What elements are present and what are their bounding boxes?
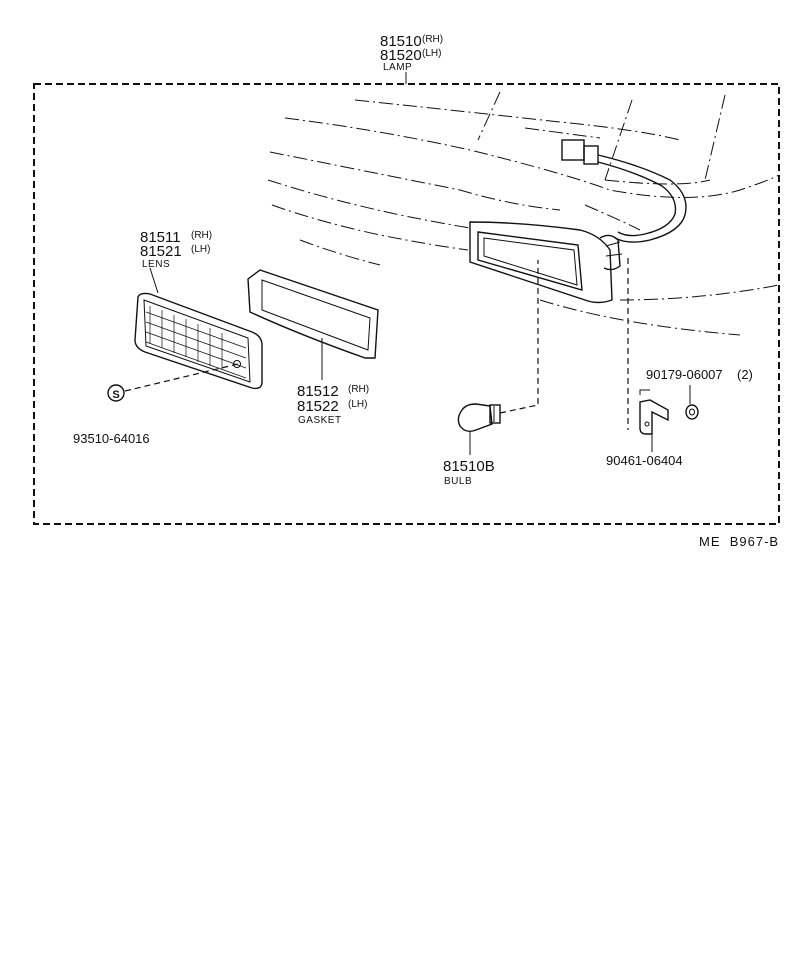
lamp-part-rh: 81510 bbox=[380, 33, 422, 50]
lens-name: LENS bbox=[142, 259, 170, 270]
clip-part: 90461-06404 bbox=[606, 453, 683, 468]
lens-side-rh: (RH) bbox=[191, 230, 212, 241]
gasket-part-rh: 81512 bbox=[297, 383, 339, 400]
lens-part-lh: 81521 bbox=[140, 243, 182, 260]
bulb-part: 81510B bbox=[443, 458, 495, 475]
bulb-lead bbox=[499, 260, 539, 414]
gasket bbox=[247, 269, 379, 359]
screw-part: 93510-64016 bbox=[73, 431, 150, 446]
vehicle-body-outline bbox=[267, 91, 780, 336]
gasket-part-lh: 81522 bbox=[297, 398, 339, 415]
grommet-part: 90179-06007 bbox=[646, 367, 723, 382]
screw-symbol: S bbox=[112, 389, 119, 401]
gasket-side-rh: (RH) bbox=[348, 384, 369, 395]
wire-harness bbox=[561, 139, 687, 243]
lens-part-rh: 81511 bbox=[140, 229, 181, 246]
lens-pattern bbox=[145, 306, 247, 379]
assembly-frame bbox=[33, 83, 780, 525]
clip bbox=[639, 399, 669, 435]
lamp-part-lh: 81520 bbox=[380, 47, 422, 64]
bulb bbox=[457, 403, 501, 433]
lens bbox=[134, 292, 263, 390]
gasket-name: GASKET bbox=[298, 415, 342, 426]
lens-leader bbox=[149, 267, 159, 294]
grommet bbox=[685, 404, 699, 420]
lens-side-lh: (LH) bbox=[191, 244, 210, 255]
lamp-name: LAMP bbox=[383, 62, 412, 73]
screw-icon bbox=[107, 384, 125, 402]
grommet-qty: (2) bbox=[737, 367, 753, 382]
gasket-side-lh: (LH) bbox=[348, 399, 367, 410]
lamp-housing bbox=[469, 221, 623, 304]
lamp-side-rh: (RH) bbox=[422, 34, 443, 45]
clip-lead bbox=[639, 389, 650, 395]
lamp-side-lh: (LH) bbox=[422, 48, 441, 59]
bulb-name: BULB bbox=[444, 476, 472, 487]
reference-code: ME B967-B bbox=[699, 534, 779, 549]
